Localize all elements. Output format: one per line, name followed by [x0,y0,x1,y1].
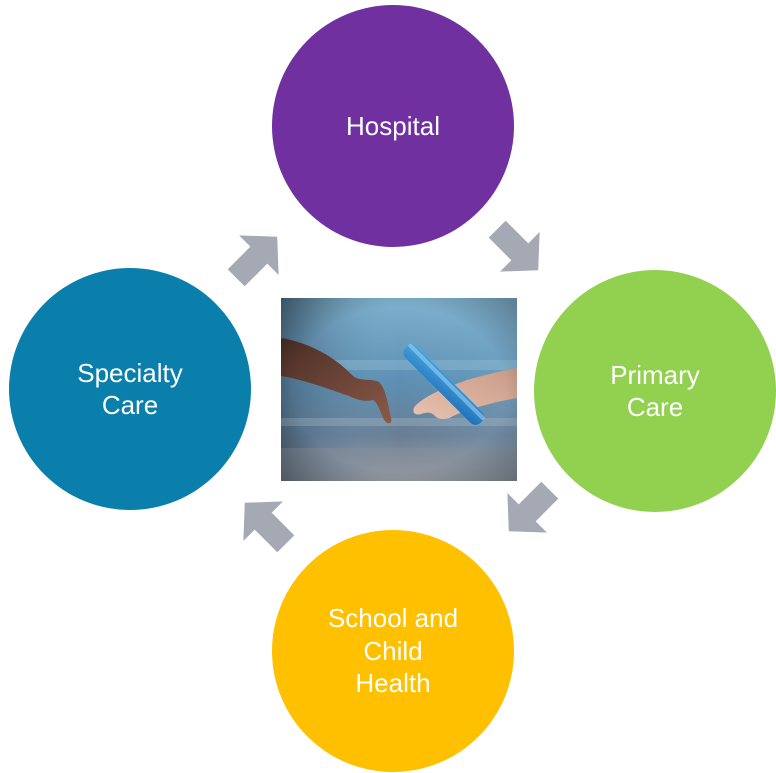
relay-baton-handoff-photo [281,298,517,481]
node-primary-care-label: Primary Care [610,359,700,423]
arrow-shape [488,220,540,272]
node-specialty-care-label: Specialty Care [77,357,183,421]
node-hospital: Hospital [272,5,514,247]
node-school-child-health: School and Child Health [272,530,514,772]
node-specialty-care: Specialty Care [9,268,251,510]
node-primary-care: Primary Care [534,270,776,512]
arrow-shape [507,481,559,533]
node-hospital-label: Hospital [346,110,440,141]
arrow-shape [243,501,295,553]
arrow-shape [227,235,279,287]
node-school-child-health-label: School and Child Health [327,603,459,699]
